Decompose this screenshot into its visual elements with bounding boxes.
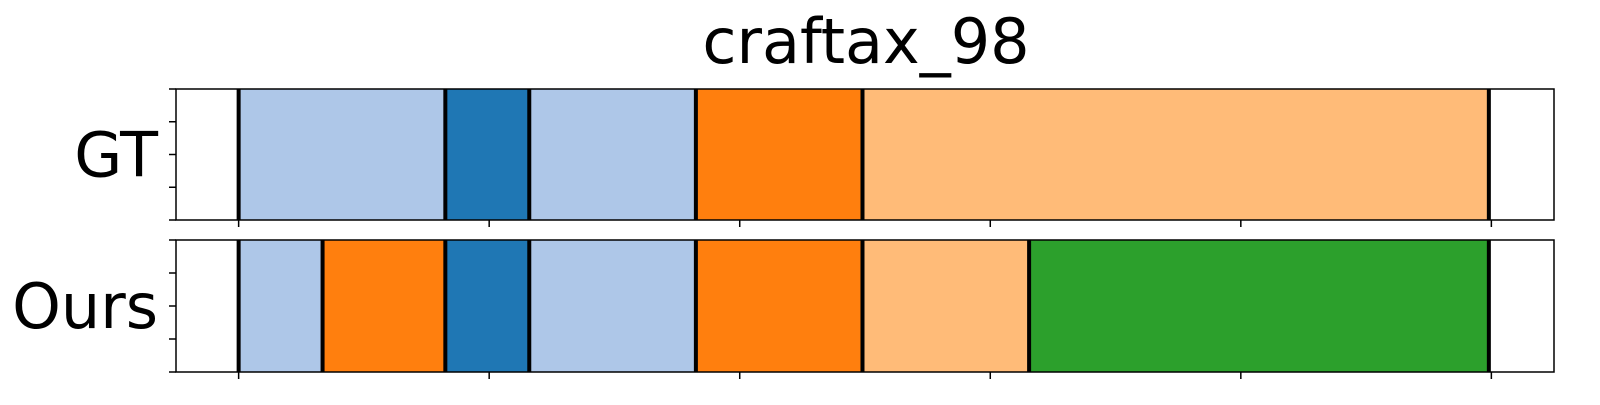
segment-gt-2 <box>529 89 696 220</box>
chart-title: craftax_98 <box>702 5 1029 78</box>
segment-ours-0 <box>238 240 323 372</box>
segment-ours-2 <box>445 240 530 372</box>
segment-gt-3 <box>695 89 863 220</box>
panels: GT Ours <box>12 88 1555 379</box>
segment-gt-4 <box>862 89 1489 220</box>
segment-ours-1 <box>322 240 446 372</box>
segment-gt-0 <box>238 89 446 220</box>
segment-ours-5 <box>862 240 1030 372</box>
row-label-ours: Ours <box>12 270 158 343</box>
row-label-gt: GT <box>74 119 159 192</box>
segment-ours-3 <box>529 240 696 372</box>
segment-gt-1 <box>445 89 530 220</box>
segment-ours-4 <box>695 240 863 372</box>
segment-ours-6 <box>1029 240 1489 372</box>
